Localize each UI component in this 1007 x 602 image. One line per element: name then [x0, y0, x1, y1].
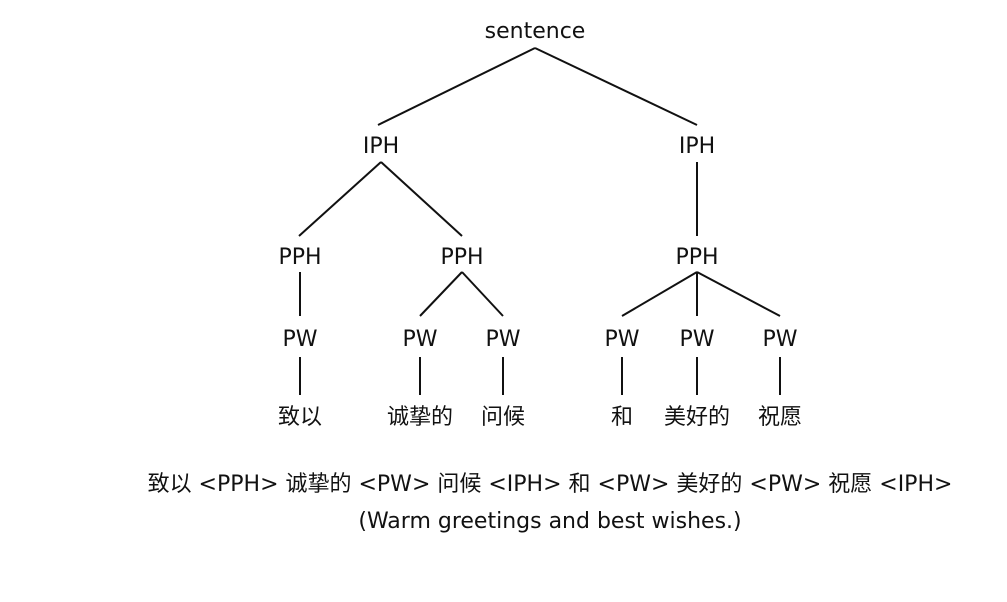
node-iph-left: IPH [363, 134, 399, 159]
node-pw-4: PW [604, 327, 639, 352]
node-pw-5: PW [679, 327, 714, 352]
tree-edges [298, 47, 781, 395]
edge-pph-3-pw-6 [696, 271, 781, 317]
edge-iph-left-pph-1 [298, 161, 382, 237]
node-pw-6: PW [762, 327, 797, 352]
edge-sentence-iph-right [534, 47, 698, 126]
edge-pph-3-pw-4 [621, 271, 698, 317]
word-3: 问候 [481, 405, 525, 430]
word-4: 和 [611, 405, 633, 430]
word-5: 美好的 [664, 405, 730, 430]
node-sentence: sentence [485, 19, 586, 44]
edge-iph-left-pph-2 [380, 161, 463, 237]
node-pw-2: PW [402, 327, 437, 352]
word-1: 致以 [278, 405, 322, 430]
node-iph-right: IPH [679, 134, 715, 159]
translation-caption: (Warm greetings and best wishes.) [358, 509, 742, 534]
node-pph-3: PPH [675, 245, 718, 270]
edge-pph-2-pw-2 [419, 271, 463, 317]
edge-sentence-iph-left [377, 47, 536, 126]
node-pw-3: PW [485, 327, 520, 352]
edge-pph-2-pw-3 [461, 271, 504, 317]
tree-nodes: sentence IPH IPH PPH PPH PPH PW PW PW PW… [278, 19, 802, 430]
word-2: 诚挚的 [387, 405, 453, 430]
node-pph-2: PPH [440, 245, 483, 270]
word-6: 祝愿 [758, 405, 802, 430]
node-pw-1: PW [282, 327, 317, 352]
node-pph-1: PPH [278, 245, 321, 270]
annotated-sentence: 致以 <PPH> 诚挚的 <PW> 问候 <IPH> 和 <PW> 美好的 <P… [147, 472, 953, 497]
prosodic-tree-diagram: sentence IPH IPH PPH PPH PPH PW PW PW PW… [278, 19, 802, 430]
